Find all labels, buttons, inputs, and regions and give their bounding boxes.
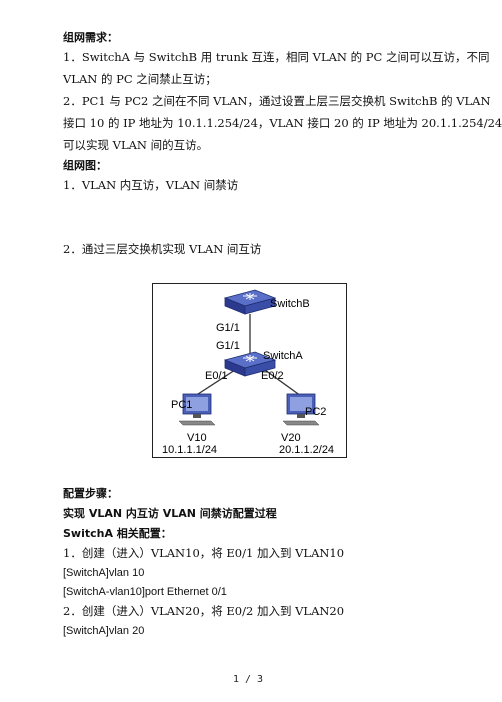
heading-config-steps: 配置步骤： — [63, 487, 118, 500]
vlan20-label: V20 — [281, 432, 301, 444]
requirement-2-line-2: 接口 10 的 IP 地址为 10.1.1.254/24，VLAN 接口 20 … — [63, 116, 502, 130]
config-step-1: 1．创建（进入）VLAN10，将 E0/1 加入到 VLAN10 — [63, 546, 345, 560]
heading-implementation: 实现 VLAN 内互访 VLAN 间禁访配置过程 — [63, 507, 277, 520]
page-number: 1 / 3 — [232, 674, 264, 685]
switcha-port-label: G1/1 — [216, 340, 240, 352]
topology-item-1: 1．VLAN 内互访，VLAN 间禁访 — [63, 178, 239, 192]
command-line-1: [SwitchA]vlan 10 — [63, 567, 145, 579]
command-line-2: [SwitchA-vlan10]port Ethernet 0/1 — [63, 586, 227, 598]
pc2-icon — [282, 393, 320, 426]
heading-requirements: 组网需求： — [63, 31, 118, 44]
link-switcha-pc2 — [264, 369, 302, 397]
switcha-label: SwitchA — [263, 350, 303, 362]
port-e01-label: E0/1 — [205, 370, 228, 382]
switchb-label: SwitchB — [270, 298, 310, 310]
requirement-1-line-2: VLAN 的 PC 之间禁止互访； — [63, 72, 217, 86]
switchb-port-label: G1/1 — [216, 322, 240, 334]
requirement-2-line-3: 可以实现 VLAN 间的互访。 — [63, 138, 209, 152]
heading-topology: 组网图： — [63, 159, 107, 172]
heading-switcha-config: SwitchA 相关配置： — [63, 527, 172, 540]
switcha-icon — [223, 351, 277, 377]
network-diagram: SwitchB G1/1 G1/1 SwitchA E0/1 E0/2 PC1 … — [152, 283, 347, 458]
vlan10-label: V10 — [187, 432, 207, 444]
topology-item-2: 2．通过三层交换机实现 VLAN 间互访 — [63, 242, 262, 256]
command-line-3: [SwitchA]vlan 20 — [63, 625, 145, 637]
port-e02-label: E0/2 — [261, 370, 284, 382]
pc1-icon — [178, 393, 216, 426]
pc2-label: PC2 — [305, 406, 327, 418]
link-switcha-pc1 — [194, 369, 236, 397]
diagram-drawing — [178, 289, 320, 426]
switchb-icon — [223, 289, 277, 315]
requirement-1-line-1: 1．SwitchA 与 SwitchB 用 trunk 互连，相同 VLAN 的… — [63, 50, 490, 64]
requirement-2-line-1: 2．PC1 与 PC2 之间在不同 VLAN，通过设置上层三层交换机 Switc… — [63, 94, 491, 108]
pc1-label: PC1 — [171, 399, 193, 411]
pc2-ip-label: 20.1.1.2/24 — [279, 444, 335, 456]
pc1-ip-label: 10.1.1.1/24 — [162, 444, 218, 456]
config-step-2: 2．创建（进入）VLAN20，将 E0/2 加入到 VLAN20 — [63, 604, 345, 618]
